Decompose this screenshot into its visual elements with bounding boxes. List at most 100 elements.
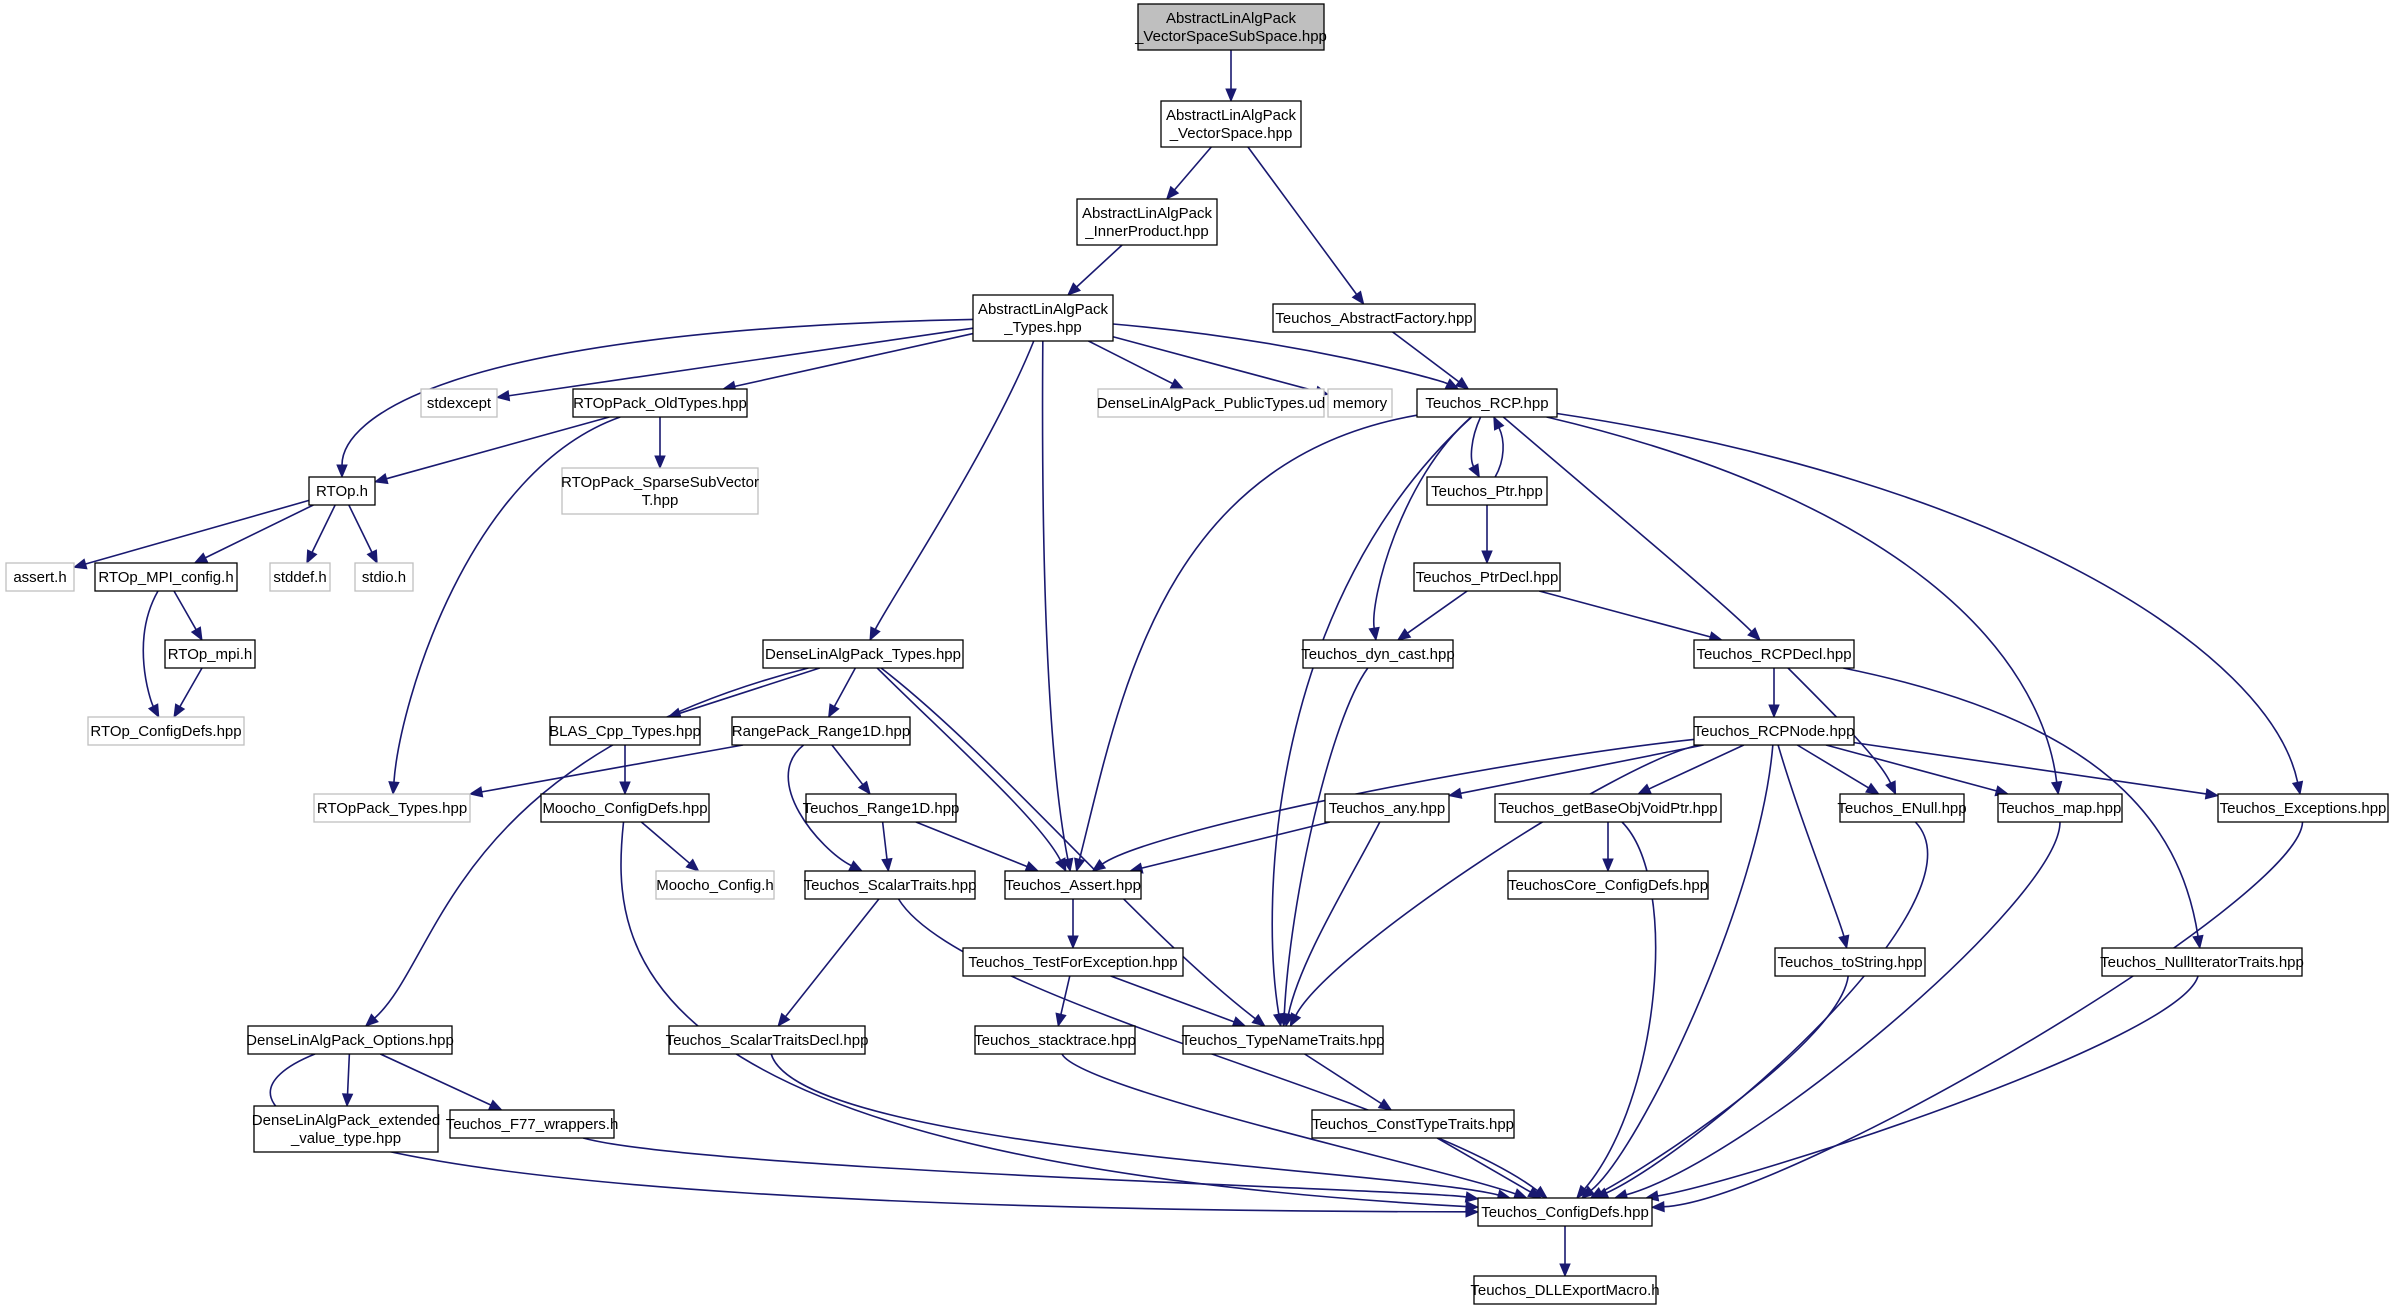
edge-line (679, 667, 820, 715)
node-rcpnode[interactable]: Teuchos_RCPNode.hpp (1693, 716, 1855, 746)
node-label: Teuchos_Exceptions.hpp (2220, 800, 2387, 817)
edge-arrowhead (1165, 185, 1180, 200)
edge-arrowhead (1351, 290, 1365, 306)
node-label: RTOpPack_SparseSubVector (561, 474, 759, 491)
node-corecfg[interactable]: TeuchosCore_ConfigDefs.hpp (1507, 870, 1709, 900)
edge-line (915, 821, 1028, 868)
node-trange1d[interactable]: Teuchos_Range1D.hpp (803, 793, 960, 823)
node-stacktrace[interactable]: Teuchos_stacktrace.hpp (974, 1025, 1136, 1055)
node-options[interactable]: DenseLinAlgPack_Options.hpp (246, 1025, 454, 1055)
node-nulliter[interactable]: Teuchos_NullIteratorTraits.hpp (2100, 947, 2304, 977)
edge-oldtypes-to-sparsesub (654, 417, 666, 470)
edge-arrowhead (1559, 1263, 1571, 1278)
node-getbase[interactable]: Teuchos_getBaseObjVoidPtr.hpp (1494, 793, 1722, 823)
edge-rcpdecl-to-rcpnode (1768, 667, 1780, 719)
node-scalartraits[interactable]: Teuchos_ScalarTraits.hpp (804, 870, 977, 900)
node-box (253, 1105, 439, 1153)
node-box (1324, 793, 1450, 823)
node-testexc[interactable]: Teuchos_TestForException.hpp (962, 947, 1184, 977)
node-dllexport[interactable]: Teuchos_DLLExportMacro.h (1470, 1275, 1660, 1305)
edge-line (1060, 975, 1071, 1015)
edge-types-to-oldtypes (721, 332, 974, 392)
edge-arrowhead (1527, 1186, 1542, 1199)
edge-line (1590, 744, 1774, 1191)
node-label: stdio.h (362, 569, 406, 586)
node-box (1473, 1275, 1657, 1305)
node-blas[interactable]: BLAS_Cpp_Types.hpp (549, 716, 701, 746)
edge-rcpnode-to-any (1447, 744, 1704, 799)
node-absfac[interactable]: Teuchos_AbstractFactory.hpp (1272, 303, 1476, 333)
node-label: Teuchos_map.hpp (1999, 800, 2122, 817)
edge-arrowhead (2291, 780, 2304, 796)
node-box (420, 388, 498, 418)
node-tassert[interactable]: Teuchos_Assert.hpp (1004, 870, 1142, 900)
edge-types-to-tassert (1041, 340, 1074, 873)
edge-line (1663, 821, 2304, 1208)
node-root[interactable]: AbstractLinAlgPack_VectorSpaceSubSpace.h… (1134, 3, 1327, 51)
edge-arrowhead (72, 558, 88, 570)
edge-line (142, 590, 159, 707)
edge-arrowhead (193, 552, 209, 564)
node-box (1416, 388, 1558, 418)
node-f77[interactable]: Teuchos_F77_wrappers.h (446, 1109, 619, 1139)
edge-moochocfgdefs-to-moochocfg (640, 821, 700, 872)
node-map[interactable]: Teuchos_map.hpp (1997, 793, 2123, 823)
node-any[interactable]: Teuchos_any.hpp (1324, 793, 1450, 823)
node-moochocfgdefs[interactable]: Moocho_ConfigDefs.hpp (540, 793, 710, 823)
edge-arrowhead (1169, 378, 1185, 390)
node-box (1327, 388, 1393, 418)
node-types[interactable]: AbstractLinAlgPack_Types.hpp (972, 294, 1114, 342)
node-label: Teuchos_DLLExportMacro.h (1470, 1282, 1659, 1299)
edge-any-to-tassert (1128, 821, 1331, 874)
node-label: Teuchos_AbstractFactory.hpp (1275, 310, 1472, 327)
edge-typename-to-consttype (1304, 1053, 1393, 1111)
node-enull[interactable]: Teuchos_ENull.hpp (1837, 793, 1967, 823)
node-consttype[interactable]: Teuchos_ConstTypeTraits.hpp (1311, 1109, 1515, 1139)
node-extended[interactable]: DenseLinAlgPack_extended_value_type.hpp (252, 1105, 440, 1153)
edge-exceptions-to-cfgdefs (1650, 821, 2304, 1213)
edge-line (874, 340, 1035, 630)
edge-rcp-to-exceptions (1556, 412, 2304, 796)
edge-arrowhead (654, 455, 666, 470)
edge-range1d-to-trange1d (831, 744, 871, 796)
edge-tassert-to-testexc (1067, 898, 1079, 950)
node-box (805, 793, 957, 823)
node-label: stddef.h (273, 569, 326, 586)
edge-ptr-to-ptrdecl (1481, 505, 1493, 565)
edge-line (311, 504, 336, 553)
node-dyncast[interactable]: Teuchos_dyn_cast.hpp (1301, 639, 1455, 669)
edge-line (205, 504, 314, 559)
node-rtopmpi[interactable]: RTOp_mpi.h (164, 639, 256, 669)
node-mpiconfig[interactable]: RTOp_MPI_config.h (94, 562, 238, 592)
node-oldtypes[interactable]: RTOpPack_OldTypes.hpp (572, 388, 748, 418)
edge-arrowhead (1091, 859, 1107, 872)
node-stdexcept: stdexcept (420, 388, 498, 418)
edge-f77-to-cfgdefs (582, 1137, 1480, 1203)
node-ptrdecl[interactable]: Teuchos_PtrDecl.hpp (1413, 562, 1561, 592)
edge-arrowhead (1377, 1098, 1393, 1111)
node-range1d[interactable]: RangePack_Range1D.hpp (731, 716, 911, 746)
edge-vs-to-absfac (1247, 146, 1365, 306)
edge-consttype-to-cfgdefs (1436, 1137, 1542, 1199)
node-ip[interactable]: AbstractLinAlgPack_InnerProduct.hpp (1076, 198, 1218, 246)
node-rcp[interactable]: Teuchos_RCP.hpp (1416, 388, 1558, 418)
node-typename[interactable]: Teuchos_TypeNameTraits.hpp (1182, 1025, 1385, 1055)
node-label: RTOp_MPI_config.h (98, 569, 233, 586)
node-rtoph[interactable]: RTOp.h (308, 476, 376, 506)
node-memory: memory (1327, 388, 1393, 418)
node-vs[interactable]: AbstractLinAlgPack_VectorSpace.hpp (1160, 100, 1302, 148)
node-tostring[interactable]: Teuchos_toString.hpp (1774, 947, 1926, 977)
node-label: TeuchosCore_ConfigDefs.hpp (1508, 877, 1708, 894)
node-scalardecl[interactable]: Teuchos_ScalarTraitsDecl.hpp (666, 1025, 869, 1055)
node-label: Teuchos_getBaseObjVoidPtr.hpp (1498, 800, 1717, 817)
edge-rtoph-to-mpiconfig (193, 504, 314, 564)
node-dlatypes[interactable]: DenseLinAlgPack_Types.hpp (762, 639, 964, 669)
edge-getbase-to-cfgdefs (1576, 821, 1657, 1199)
node-exceptions[interactable]: Teuchos_Exceptions.hpp (2217, 793, 2389, 823)
node-ptr[interactable]: Teuchos_Ptr.hpp (1426, 476, 1548, 506)
node-rcpdecl[interactable]: Teuchos_RCPDecl.hpp (1693, 639, 1855, 669)
node-box (1494, 793, 1722, 823)
node-stddef: stddef.h (269, 562, 331, 592)
node-cfgdefs[interactable]: Teuchos_ConfigDefs.hpp (1477, 1197, 1653, 1227)
edge-arrowhead (2192, 934, 2204, 950)
